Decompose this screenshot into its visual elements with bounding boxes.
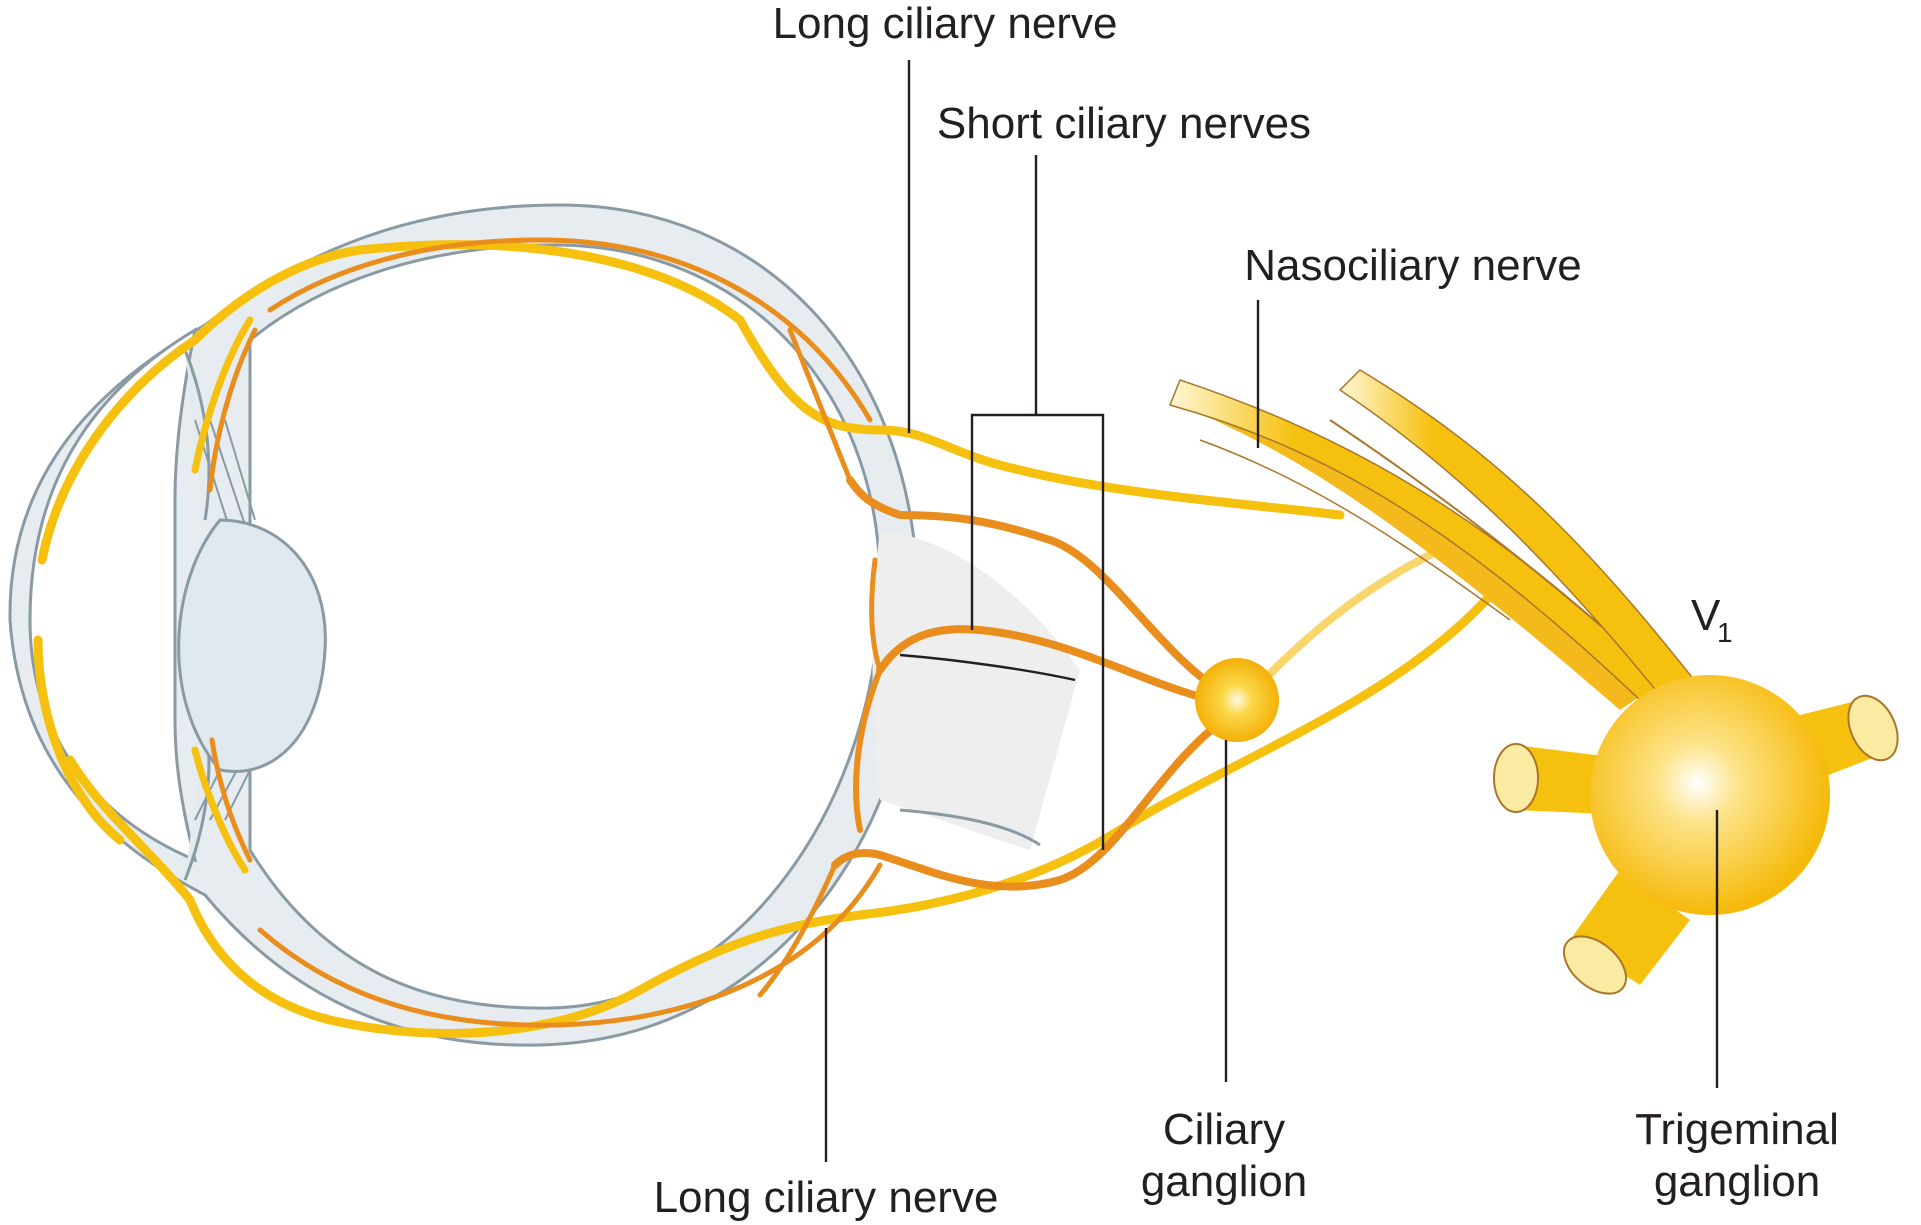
label-v1-subscript: 1 [1717, 617, 1733, 648]
v1-branch [1340, 370, 1710, 720]
trigeminal-ganglion [1494, 675, 1907, 1005]
label-short-ciliary: Short ciliary nerves [937, 99, 1311, 148]
ciliary-ganglion [1195, 658, 1279, 742]
label-ciliary-ganglion-line2: ganglion [1141, 1157, 1307, 1206]
label-long-ciliary-bottom: Long ciliary nerve [654, 1173, 999, 1222]
label-trigeminal-line1: Trigeminal [1635, 1105, 1839, 1154]
label-long-ciliary-top: Long ciliary nerve [773, 0, 1118, 48]
label-trigeminal-line2: ganglion [1654, 1157, 1820, 1206]
eyeball [10, 205, 1080, 1045]
optic-nerve-stump [873, 530, 1081, 850]
label-ciliary-ganglion-line1: Ciliary [1163, 1105, 1285, 1154]
trigeminal-ganglion-body [1590, 675, 1830, 915]
label-nasociliary: Nasociliary nerve [1244, 241, 1581, 290]
